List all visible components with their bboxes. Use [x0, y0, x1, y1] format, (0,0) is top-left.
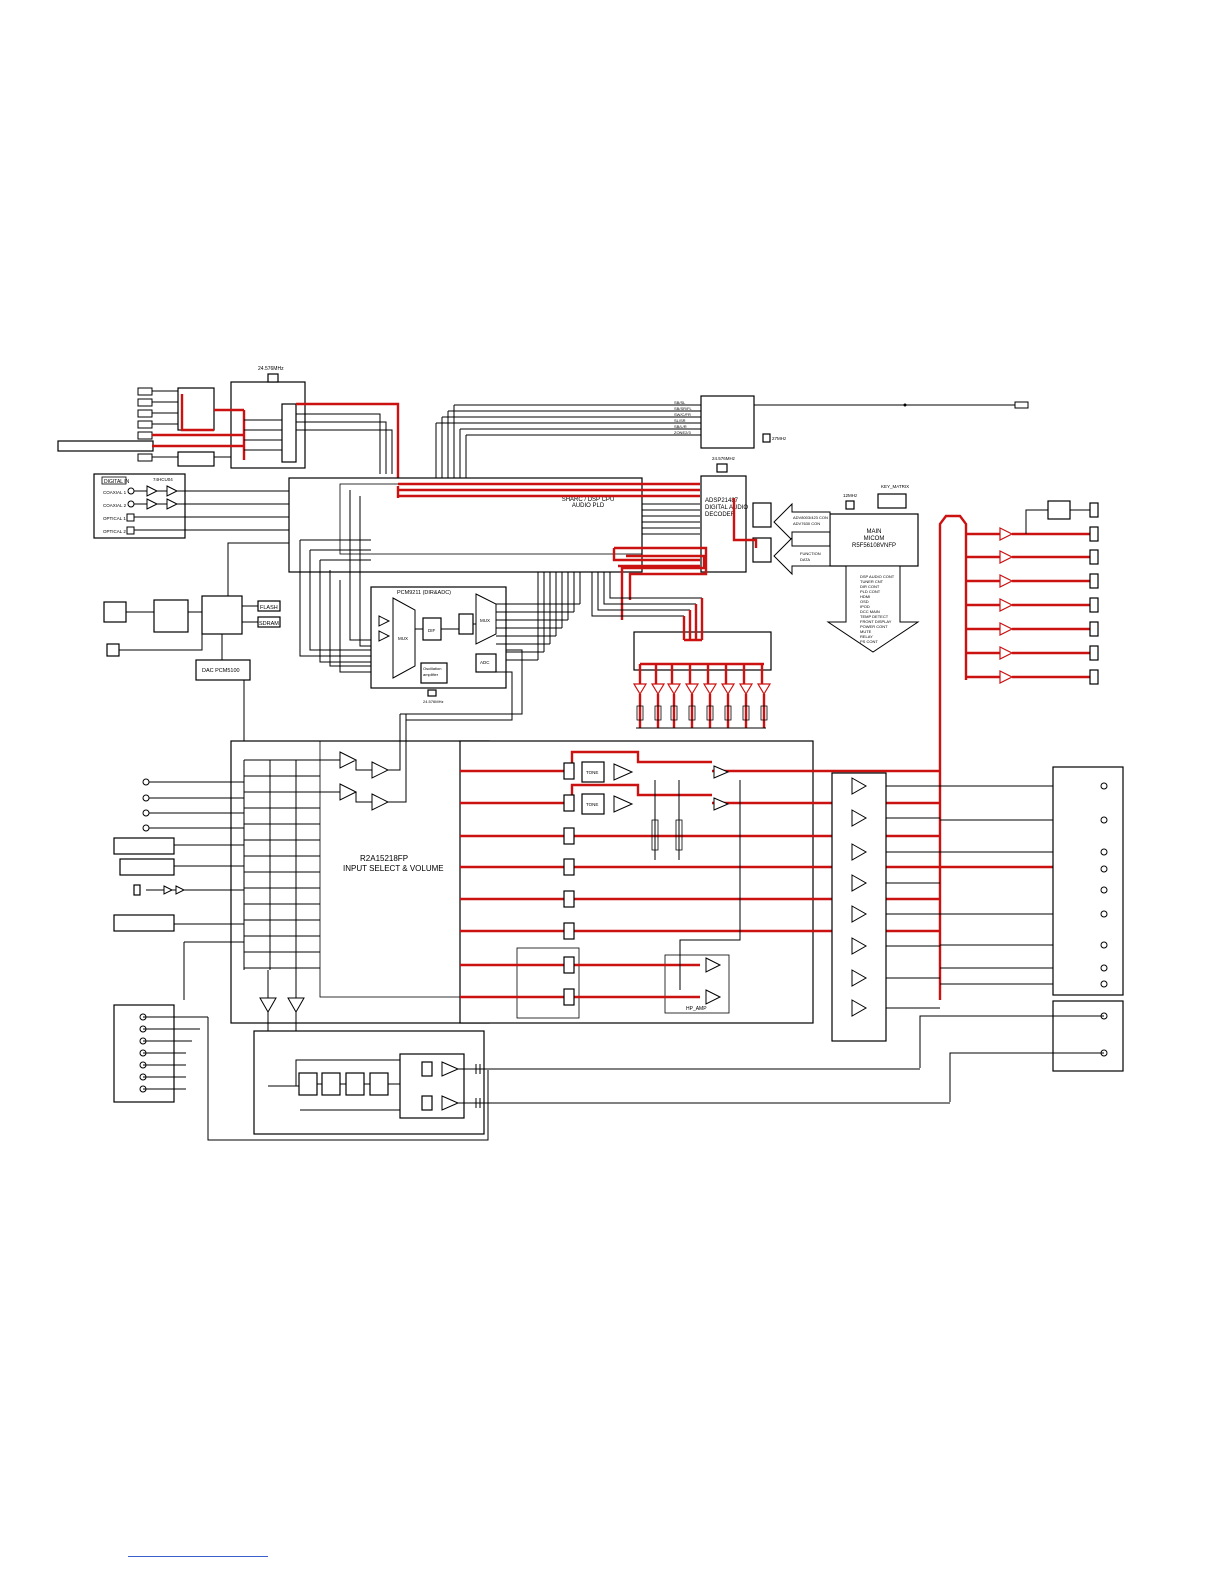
digital-input-block: DIGITAL IN COAXIAL 1 COAXIAL 2 OPTICAL 1… [93, 473, 290, 539]
micom-output-10: FRONT DISPLAY [860, 619, 892, 624]
digital-in-label: DIGITAL IN [104, 479, 130, 485]
micom-output-5: HDMI [860, 594, 870, 599]
key-matrix-label: KEY_MATRIX [881, 484, 909, 489]
bus-label-6: ZONE2/3 [674, 430, 691, 435]
micom-output-7: IPOD [860, 604, 870, 609]
micom-output-3: DIR CONT [860, 584, 880, 589]
dir-block: PCM9211 (DIR&ADC) MUX DIF MUX ADC Oscill… [299, 490, 581, 704]
sdram-label: SDRAM [259, 621, 279, 627]
dif-label: DIF [428, 628, 436, 633]
micom-arrow2-label-1: FUNCTION [800, 551, 821, 556]
pld-label: AUDIO PLD [572, 503, 605, 509]
micom-arrow2-label-2: DATA [800, 557, 810, 562]
micom-output-6: OSD [860, 599, 869, 604]
bus-label-1: SB/SL [674, 400, 686, 405]
power-amp-block [831, 766, 1124, 1102]
footer-rule [128, 1556, 268, 1557]
optical-1-label: OPTICAL 1 [103, 516, 126, 521]
micom-output-12: MUTE [860, 629, 872, 634]
selector-label-2: INPUT SELECT & VOLUME [343, 864, 444, 873]
dsp-label: SHARC / DSP CPU [562, 497, 615, 503]
zone-output-block [113, 941, 950, 1141]
coaxial-1-label: COAXIAL 1 [103, 490, 127, 495]
mux1-label: MUX [398, 636, 408, 641]
micom-output-2: TUNER CNT [860, 579, 884, 584]
decoder-label-2: DIGITAL AUDIO [705, 505, 748, 511]
micom-block: MAIN MICOM R5F56108VNFP 12MHz KEY_MATRIX… [773, 484, 920, 653]
micom-crystal-label: 12MHz [843, 493, 858, 498]
micom-output-4: PLD CONT [860, 589, 881, 594]
flash-label: FLASH [260, 605, 278, 611]
input-selector-block: R2A15218FP INPUT SELECT & VOLUME [113, 649, 523, 1086]
micom-label-1: MAIN [867, 529, 882, 535]
decoder-crystal-label: 24.576MHz [712, 456, 736, 461]
decoder-label-1: ADSP21487 [705, 498, 739, 504]
clock-block: 27MHz SB/SL SB/SR/FL SW/C/FR SL/SR SB/L/… [435, 395, 1029, 478]
decoder-label-3: DECODER [705, 512, 736, 518]
bus-label-3: SW/C/FR [674, 412, 691, 417]
bus-label-5: SB/L/R [674, 424, 687, 429]
tone-label-1: TONE [586, 770, 598, 775]
tone-output-block: HP_AMP TONE TONE [459, 740, 1100, 1024]
adc-label: ADC [480, 660, 490, 665]
micom-output-14: PS CONT [860, 639, 878, 644]
memory-dac-block: FLASH SDRAM DAC PCM5100 [103, 542, 289, 742]
clock-crystal-label: 27MHz [772, 436, 787, 441]
dir-crystal-label: 24.576MHz [423, 699, 443, 704]
micom-arrow1-label-1: ADV8003/423 CON [793, 515, 828, 520]
dir-title: PCM9211 (DIR&ADC) [397, 590, 451, 596]
micom-output-1: DSP AUDIO CONT [860, 574, 895, 579]
selector-label-1: R2A15218FP [360, 854, 408, 863]
right-output-strip [938, 500, 1099, 1000]
micom-label-3: R5F56108VNFP [852, 543, 896, 549]
buffer-label: 74HCU04 [153, 477, 173, 482]
micom-label-2: MICOM [864, 536, 885, 542]
dsp-pld-block: SHARC / DSP CPU AUDIO PLD [288, 477, 700, 573]
micom-output-13: RELAY [860, 634, 873, 639]
bus-label-4: SL/SR [674, 418, 686, 423]
mux2-label: MUX [480, 618, 490, 623]
hp-amp-label: HP_AMP [686, 1006, 707, 1012]
micom-output-11: POWER CONT [860, 624, 888, 629]
output-buffer-block [591, 572, 772, 729]
decoder-block: 24.576MHz ADSP21487 DIGITAL AUDIO DECODE… [612, 456, 772, 620]
optical-2-label: OPTICAL 2 [103, 529, 126, 534]
micom-output-8: DCC MAIN [860, 609, 880, 614]
bus-label-2: SB/SR/FL [674, 406, 693, 411]
micom-arrow1-label-2: ADV7630 CON [793, 521, 820, 526]
osc-label-2: amplifier [423, 672, 439, 677]
osc-label-1: Oscillation [423, 666, 441, 671]
coaxial-2-label: COAXIAL 2 [103, 503, 127, 508]
crystal-top-label: 24.576MHz [258, 366, 284, 372]
dac-label: DAC PCM5100 [202, 668, 240, 674]
micom-output-9: TEMP DETECT [860, 614, 889, 619]
top-input-selector: 24.576MHz [57, 366, 400, 490]
tone-label-2: TONE [586, 802, 598, 807]
